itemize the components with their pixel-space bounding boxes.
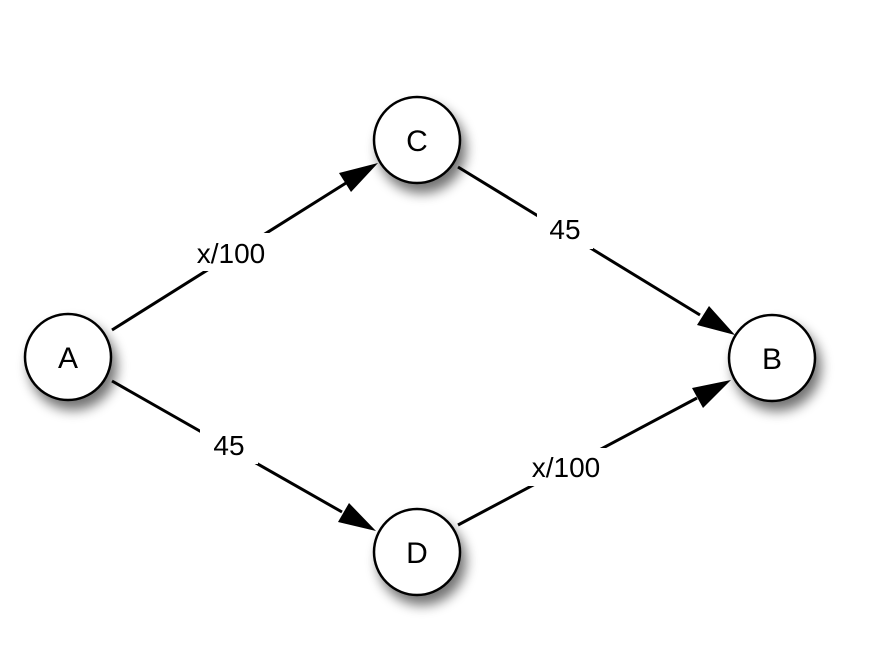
edge-d-b: x/100: [457, 380, 731, 527]
edge-a-c: x/100: [111, 163, 378, 332]
edge-label-c-b: 45: [549, 214, 580, 245]
node-label-b: B: [762, 343, 782, 376]
node-label-a: A: [58, 342, 78, 375]
edge-c-b: 45: [457, 165, 735, 335]
node-c[interactable]: C: [372, 95, 462, 185]
edge-label-d-b: x/100: [532, 452, 601, 483]
node-a[interactable]: A: [23, 312, 113, 402]
node-label-c: C: [406, 125, 428, 158]
node-b[interactable]: B: [727, 313, 817, 403]
arrowhead-a-d: [338, 503, 376, 531]
edge-label-a-d: 45: [213, 430, 244, 461]
arrowhead-d-b: [692, 380, 731, 408]
edge-a-d: 45: [111, 379, 376, 531]
arrowhead-a-c: [339, 163, 378, 192]
node-label-d: D: [406, 537, 428, 570]
edge-label-a-c: x/100: [197, 238, 266, 269]
arrowhead-c-b: [697, 306, 735, 335]
node-d[interactable]: D: [372, 507, 462, 597]
